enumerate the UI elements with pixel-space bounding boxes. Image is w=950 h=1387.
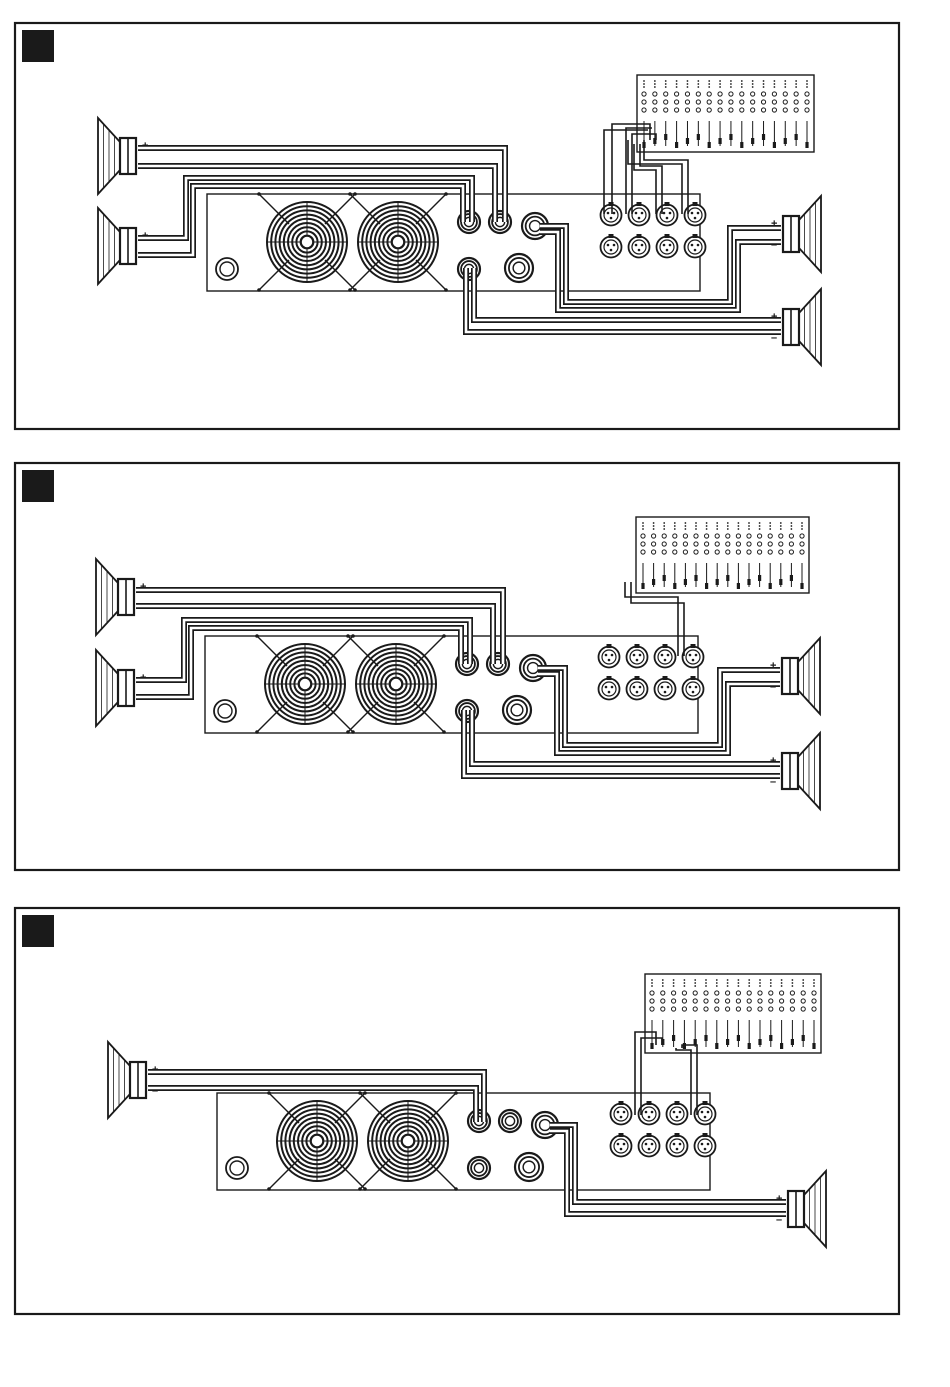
mixing-console [636, 517, 809, 593]
fan-grille [358, 1091, 458, 1191]
amplifier-rear-panel [205, 634, 704, 734]
fan-grille [348, 192, 448, 292]
speaker-left: +– [98, 208, 148, 284]
fan-hub [392, 236, 404, 248]
fan-screw [442, 634, 446, 638]
speaker-right: +– [771, 289, 821, 365]
fan-screw [454, 1091, 458, 1095]
fan-grille [346, 634, 446, 734]
output-jack-5 [505, 254, 533, 282]
fan-hub [299, 678, 311, 690]
speaker-left: +– [96, 559, 146, 635]
fan-screw [257, 192, 261, 196]
fan-hub [390, 678, 402, 690]
panel-marker [22, 915, 54, 947]
fan-screw [444, 192, 448, 196]
fan-screw [442, 730, 446, 734]
fan-grille [257, 192, 357, 292]
speaker-right: +– [771, 196, 821, 272]
speaker-right: +– [770, 638, 820, 714]
mixing-console [645, 974, 821, 1053]
fan-screw [255, 730, 259, 734]
fan-screw [358, 1187, 362, 1191]
fan-hub [311, 1135, 323, 1147]
fan-screw [353, 192, 357, 196]
output-jack-5 [503, 696, 531, 724]
fan-screw [444, 288, 448, 292]
speaker-left: +– [108, 1042, 158, 1118]
mixer-body [637, 75, 814, 152]
fan-screw [351, 634, 355, 638]
fan-screw [348, 192, 352, 196]
panel-3: +– +– [15, 908, 899, 1314]
fan-screw [351, 730, 355, 734]
fan-screw [255, 634, 259, 638]
fan-screw [363, 1187, 367, 1191]
fan-screw [346, 634, 350, 638]
speaker-left: +– [98, 118, 148, 194]
power-connector [226, 1157, 248, 1179]
output-jack-5 [515, 1153, 543, 1181]
fan-hub [301, 236, 313, 248]
mixer-body [645, 974, 821, 1053]
fan-screw [363, 1091, 367, 1095]
speaker-left: +– [96, 650, 146, 726]
mixer-body [636, 517, 809, 593]
panel-marker [22, 30, 54, 62]
panel-marker [22, 470, 54, 502]
fan-screw [348, 288, 352, 292]
fan-hub [402, 1135, 414, 1147]
fan-screw [358, 1091, 362, 1095]
fan-grille [267, 1091, 367, 1191]
fan-screw [346, 730, 350, 734]
fan-screw [267, 1187, 271, 1191]
mixing-console [637, 75, 814, 152]
fan-grille [255, 634, 355, 734]
speaker-right: +– [776, 1171, 826, 1247]
amplifier-rear-panel [207, 192, 706, 292]
panel-1: +– +– +– +– [15, 23, 899, 429]
fan-screw [454, 1187, 458, 1191]
speaker-right: +– [770, 733, 820, 809]
fan-screw [267, 1091, 271, 1095]
fan-screw [353, 288, 357, 292]
output-jack-4 [468, 1157, 490, 1179]
panel-2: +– +– +– +– [15, 463, 899, 870]
power-connector [216, 258, 238, 280]
power-connector [214, 700, 236, 722]
output-jack-2 [499, 1110, 521, 1132]
fan-screw [257, 288, 261, 292]
